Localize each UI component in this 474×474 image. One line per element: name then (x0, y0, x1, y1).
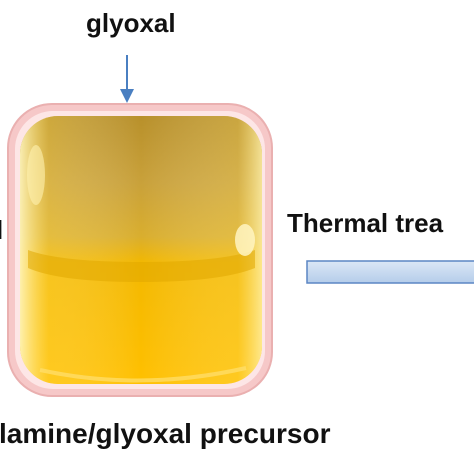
thermal-treatment-bar (306, 260, 474, 284)
precursor-core-shine (20, 116, 262, 384)
core-bevel (28, 250, 255, 282)
core-highlight-right (235, 224, 255, 256)
precursor-label: lamine/glyoxal precursor (0, 418, 331, 449)
glyoxal-arrow-head (120, 89, 134, 103)
glyoxal-label: glyoxal (86, 8, 176, 38)
core-highlight-left (27, 145, 45, 205)
thermal-treatment-label: Thermal trea (287, 208, 444, 238)
core-bottom-sheen (39, 366, 247, 383)
left-cut-label: l (0, 215, 3, 246)
